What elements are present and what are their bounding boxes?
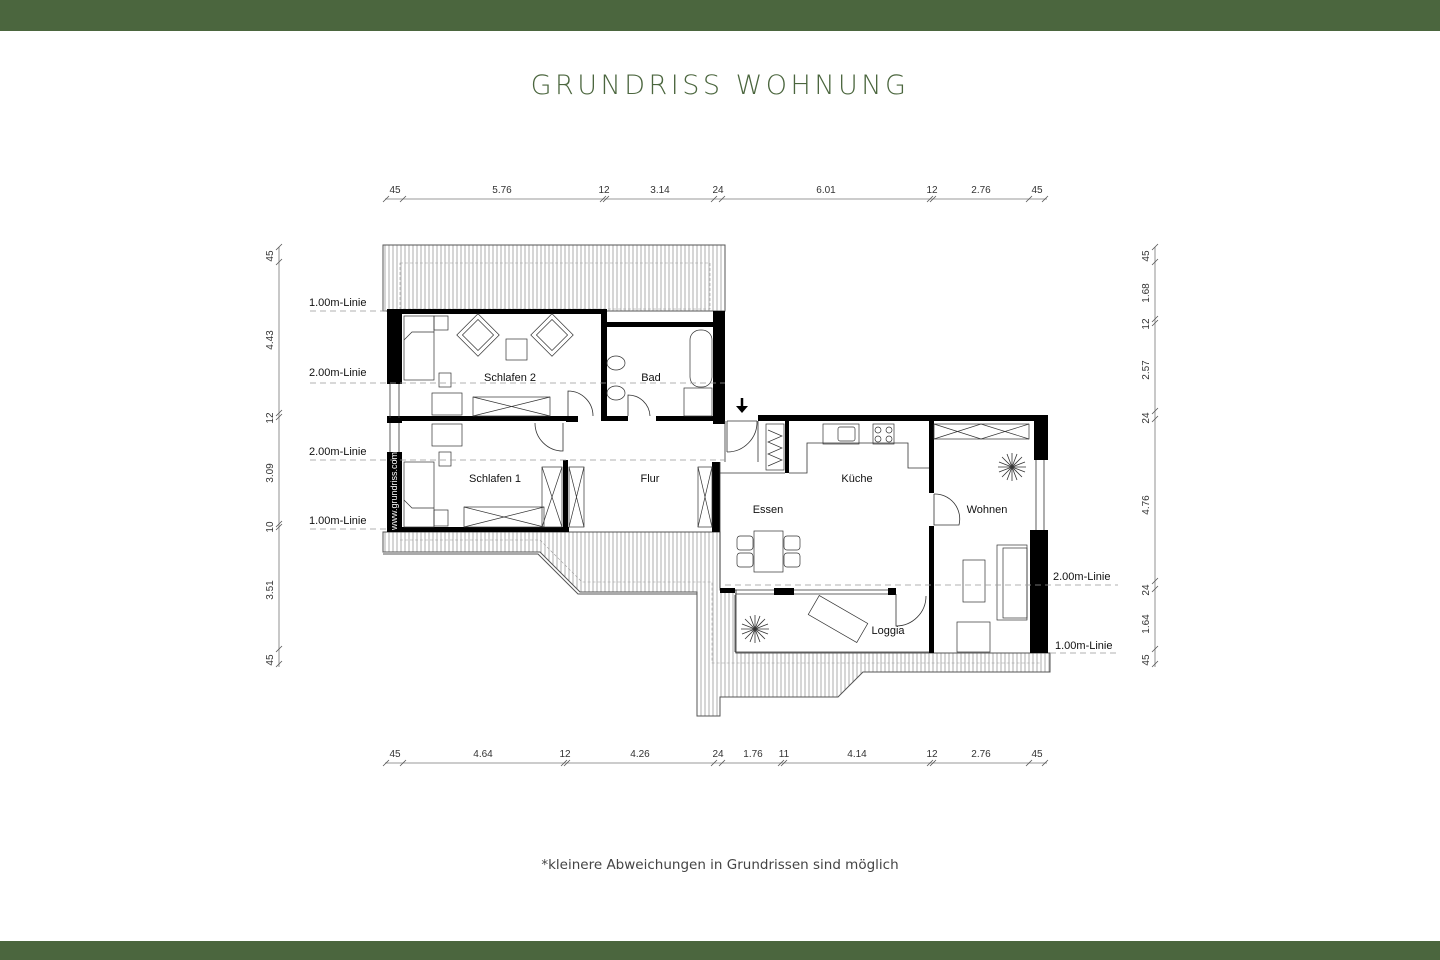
svg-text:24: 24: [1141, 412, 1152, 424]
page-title: GRUNDRISS WOHNUNG: [530, 70, 910, 101]
furniture: [403, 313, 1030, 653]
room-label-flur: Flur: [641, 473, 660, 485]
dimension-line-bottom: 45 4.64 12 4.26 24 1.76 11 4.14 12 2.76 …: [382, 749, 1049, 767]
svg-text:3.51: 3.51: [265, 580, 276, 600]
svg-text:4.64: 4.64: [473, 749, 493, 760]
top-brand-bar: [0, 0, 1440, 31]
dimension-line-left: 45 4.43 12 3.09 10 3.51 45: [265, 243, 283, 668]
dimension-line-right: 45 1.68 12 2.57 24 4.76 24 1.64 45: [1141, 243, 1159, 668]
svg-text:12: 12: [559, 749, 571, 760]
svg-text:2.76: 2.76: [971, 749, 991, 760]
room-label-wohnen: Wohnen: [967, 504, 1008, 516]
height-lines: [310, 310, 1118, 654]
room-label-schlafen2: Schlafen 2: [484, 372, 536, 384]
height-line-label: 1.00m-Linie: [1055, 640, 1112, 652]
height-line-label: 2.00m-Linie: [309, 446, 366, 458]
svg-text:12: 12: [926, 749, 938, 760]
plant-icon: [741, 453, 1026, 643]
svg-text:11: 11: [779, 749, 790, 760]
svg-text:2.76: 2.76: [971, 185, 991, 196]
svg-text:12: 12: [926, 185, 938, 196]
svg-text:6.01: 6.01: [816, 185, 836, 196]
watermark: www.grundriss.com: [389, 452, 399, 531]
svg-text:3.14: 3.14: [650, 185, 670, 196]
svg-text:45: 45: [265, 654, 276, 666]
bottom-brand-bar: [0, 941, 1440, 960]
top-balcony: [382, 244, 726, 312]
svg-text:12: 12: [1141, 318, 1152, 330]
height-line-label: 2.00m-Linie: [1053, 571, 1110, 583]
svg-text:45: 45: [265, 250, 276, 262]
height-line-label: 1.00m-Linie: [309, 515, 366, 527]
room-label-kueche: Küche: [841, 473, 872, 485]
svg-text:12: 12: [265, 412, 276, 424]
room-label-bad: Bad: [641, 372, 661, 384]
svg-text:10: 10: [265, 521, 276, 533]
svg-text:45: 45: [1141, 250, 1152, 262]
disclaimer-note: *kleinere Abweichungen in Grundrissen si…: [541, 857, 899, 873]
svg-text:5.76: 5.76: [492, 185, 512, 196]
svg-text:4.76: 4.76: [1141, 495, 1152, 515]
svg-text:1.68: 1.68: [1141, 283, 1152, 303]
room-label-schlafen1: Schlafen 1: [469, 473, 521, 485]
entrance-arrow-icon: [736, 398, 748, 413]
height-line-label: 1.00m-Linie: [309, 297, 366, 309]
height-line-label: 2.00m-Linie: [309, 367, 366, 379]
svg-text:12: 12: [598, 185, 610, 196]
svg-text:3.09: 3.09: [265, 463, 276, 483]
room-label-loggia: Loggia: [871, 625, 905, 637]
svg-text:45: 45: [389, 749, 401, 760]
svg-text:45: 45: [389, 185, 401, 196]
svg-text:45: 45: [1031, 749, 1043, 760]
svg-text:24: 24: [712, 185, 724, 196]
svg-text:2.57: 2.57: [1141, 360, 1152, 380]
svg-text:4.43: 4.43: [265, 330, 276, 350]
svg-text:24: 24: [712, 749, 724, 760]
svg-text:4.26: 4.26: [630, 749, 650, 760]
doors: [534, 390, 961, 627]
room-label-essen: Essen: [753, 504, 784, 516]
svg-text:4.14: 4.14: [847, 749, 867, 760]
walls: [387, 309, 1048, 653]
terrace: [382, 531, 1051, 717]
svg-text:24: 24: [1141, 584, 1152, 596]
svg-text:1.76: 1.76: [743, 749, 763, 760]
svg-text:45: 45: [1141, 654, 1152, 666]
svg-text:45: 45: [1031, 185, 1043, 196]
interior-lines: [389, 384, 1045, 653]
svg-text:1.64: 1.64: [1141, 614, 1152, 634]
dimension-line-top: 45 5.76 12 3.14 24 6.01 12 2.76 45: [382, 185, 1049, 203]
